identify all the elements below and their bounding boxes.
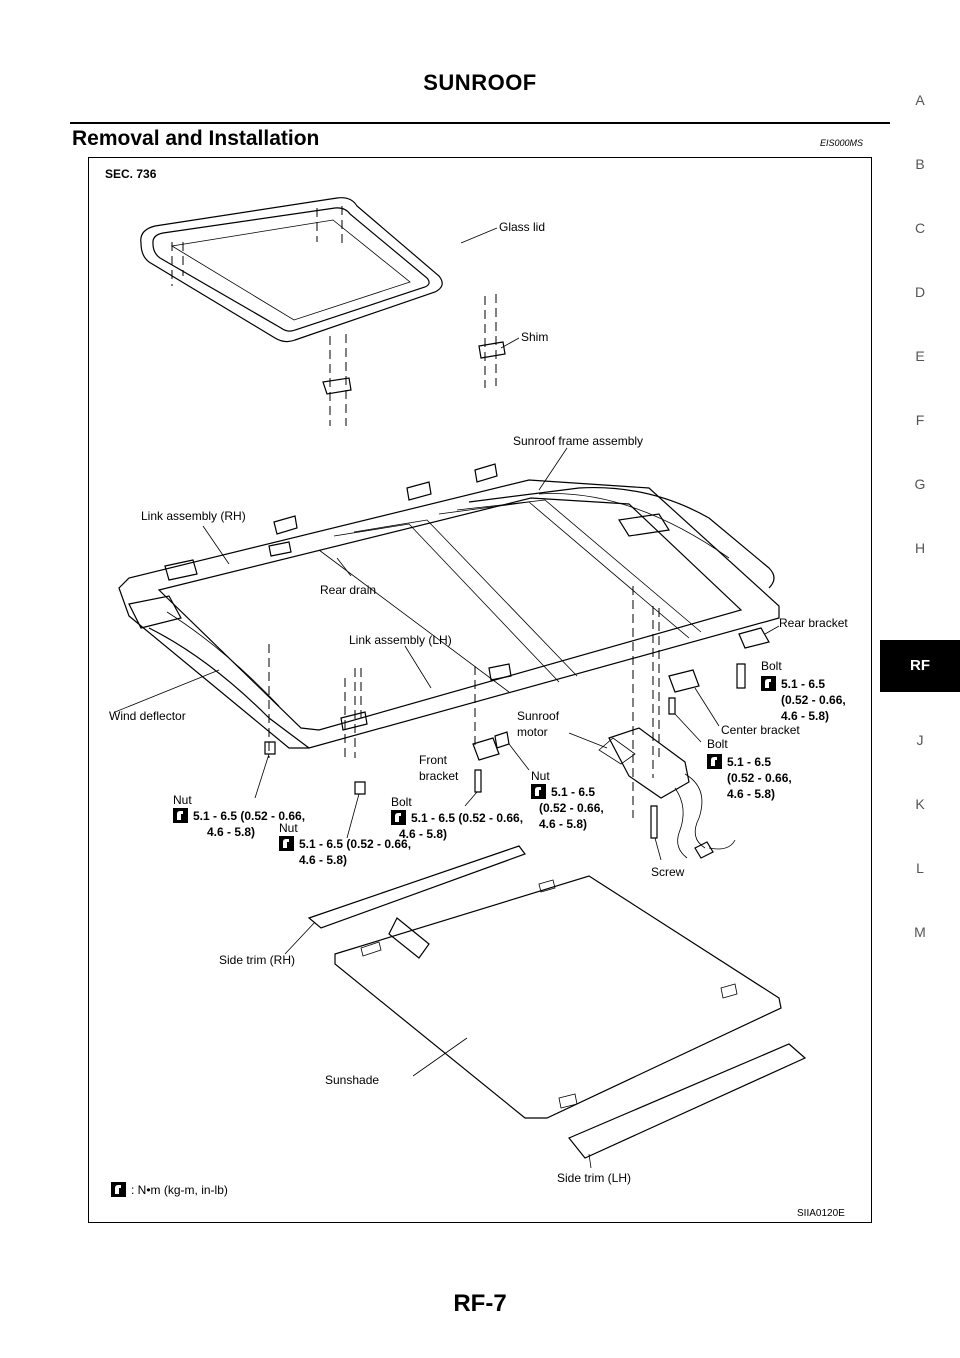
sec-number: SEC. 736 (105, 167, 157, 181)
side-index-l[interactable]: L (916, 860, 924, 876)
label-sunshade: Sunshade (325, 1073, 379, 1087)
center-bolt (668, 697, 676, 715)
label-front-bracket-1: Front (419, 753, 448, 767)
side-trim-lh (568, 1043, 807, 1159)
nut-mid (354, 781, 366, 795)
label-side-trim-rh: Side trim (RH) (219, 953, 295, 967)
label-bolt-front: Bolt (391, 795, 412, 809)
side-index-rf[interactable]: RF (880, 640, 960, 692)
shim-right (478, 341, 506, 359)
side-trim-rh (307, 845, 526, 929)
section-heading: Removal and Installation (72, 127, 320, 150)
side-index-b[interactable]: B (915, 156, 925, 172)
shim-left (322, 377, 352, 395)
side-index-c[interactable]: C (914, 220, 926, 236)
label-link-assembly-lh: Link assembly (LH) (349, 633, 452, 647)
torque-bolt-rear-3: 4.6 - 5.8) (781, 709, 829, 723)
glass-lid (140, 197, 443, 343)
side-index-f[interactable]: F (915, 412, 925, 428)
torque-nut-left-1: 5.1 - 6.5 (0.52 - 0.66, (193, 809, 305, 823)
torque-nut-motor-3: 4.6 - 5.8) (539, 817, 587, 831)
torque-bolt-center-2: (0.52 - 0.66, (727, 771, 792, 785)
label-rear-bracket: Rear bracket (779, 616, 848, 630)
nut-left (264, 741, 276, 755)
sunroof-frame-assembly (118, 479, 780, 749)
label-nut-motor: Nut (531, 769, 550, 783)
label-center-bracket: Center bracket (721, 723, 800, 737)
torque-nut-motor-1: 5.1 - 6.5 (551, 785, 595, 799)
side-index-d[interactable]: D (914, 284, 926, 300)
label-screw: Screw (651, 865, 685, 879)
rear-bolt (736, 663, 746, 689)
torque-bolt-front-1: 5.1 - 6.5 (0.52 - 0.66, (411, 811, 523, 825)
rear-bracket (738, 627, 770, 649)
label-link-assembly-rh: Link assembly (RH) (141, 509, 246, 523)
side-index-k[interactable]: K (915, 796, 925, 812)
page-number: RF-7 (453, 1290, 507, 1317)
frame-shim-2 (406, 481, 432, 501)
label-shim: Shim (521, 330, 548, 344)
torque-bolt-center-3: 4.6 - 5.8) (727, 787, 775, 801)
label-bolt-center: Bolt (707, 737, 728, 751)
label-bolt-rear: Bolt (761, 659, 782, 673)
label-sunroof-motor-1: Sunroof (517, 709, 560, 723)
side-index-a[interactable]: A (915, 92, 925, 108)
side-index-e[interactable]: E (915, 348, 925, 364)
label-sunroof-frame-assembly: Sunroof frame assembly (513, 434, 643, 448)
side-index-m[interactable]: M (914, 924, 926, 940)
exploded-view-drawing: SEC. 736 Glass lid Shim (105, 167, 848, 1219)
screw (650, 805, 658, 839)
document-code: EIS000MS (820, 138, 864, 148)
torque-nut-mid-1: 5.1 - 6.5 (0.52 - 0.66, (299, 837, 411, 851)
frame-shim-1 (273, 515, 298, 535)
label-side-trim-lh: Side trim (LH) (557, 1171, 631, 1185)
label-rear-drain: Rear drain (320, 583, 376, 597)
page-title: SUNROOF (423, 70, 537, 95)
center-bracket (668, 669, 700, 693)
label-front-bracket-2: bracket (419, 769, 459, 783)
side-index-j[interactable]: J (916, 732, 924, 748)
torque-bolt-front-2: 4.6 - 5.8) (399, 827, 447, 841)
torque-legend-icon (111, 1182, 126, 1197)
torque-nut-left-2: 4.6 - 5.8) (207, 825, 255, 839)
front-nut (494, 731, 510, 749)
side-index-g[interactable]: G (914, 476, 926, 492)
torque-bolt-rear-1: 5.1 - 6.5 (781, 677, 825, 691)
torque-bolt-center-1: 5.1 - 6.5 (727, 755, 771, 769)
header-rule (70, 122, 890, 124)
label-sunroof-motor-2: motor (517, 725, 548, 739)
side-index-h[interactable]: H (914, 540, 926, 556)
figure-id: SIIA0120E (797, 1208, 845, 1219)
label-wind-deflector: Wind deflector (109, 709, 186, 723)
exploded-view-figure: SEC. 736 Glass lid Shim (88, 157, 872, 1223)
torque-nut-motor-2: (0.52 - 0.66, (539, 801, 604, 815)
sunshade (334, 875, 782, 1119)
frame-shim-3 (474, 463, 498, 483)
label-nut-left: Nut (173, 793, 192, 807)
front-bracket (472, 737, 500, 761)
label-nut-mid: Nut (279, 821, 298, 835)
torque-nut-mid-2: 4.6 - 5.8) (299, 853, 347, 867)
sunroof-motor (598, 727, 736, 859)
torque-bolt-rear-2: (0.52 - 0.66, (781, 693, 846, 707)
legend-text: : N•m (kg-m, in-lb) (131, 1183, 228, 1197)
front-bolt (474, 769, 482, 793)
label-glass-lid: Glass lid (499, 220, 545, 234)
